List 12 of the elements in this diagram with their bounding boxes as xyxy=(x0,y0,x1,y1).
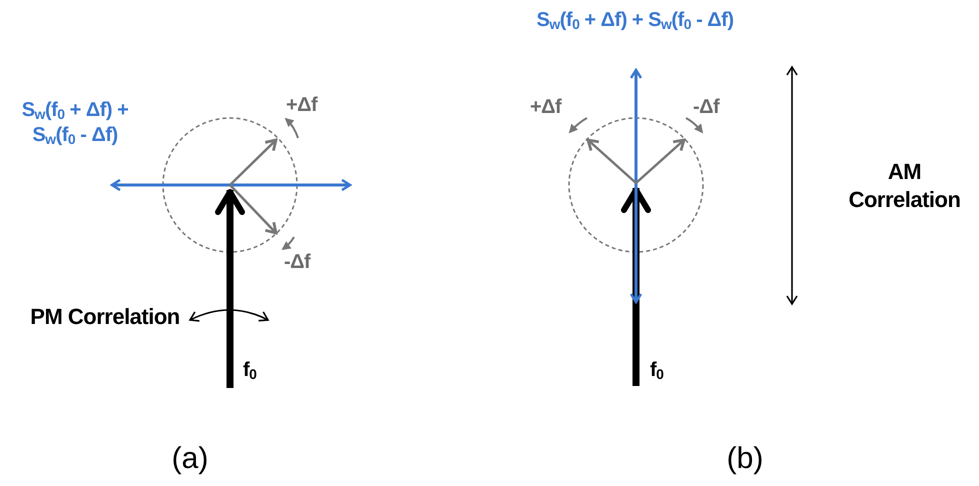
sideband-label: +Δf xyxy=(286,94,318,116)
panel-label: (a) xyxy=(172,442,208,475)
phasor-label: f$_{0}$ xyxy=(243,359,256,381)
phasor-label: S$_{w}$(f$_{0}$ + Δf) + S$_{w}$(f$_{0}$ - Δf) xyxy=(536,9,734,31)
sideband-label: -Δf xyxy=(284,251,310,273)
panel-label: (b) xyxy=(726,442,764,475)
phasor-label: S$_{w}$(f$_{0}$ + Δf) + S$_{w}$(f$_{0}$ - Δf) xyxy=(22,99,128,146)
phasor-label: f$_{0}$ xyxy=(650,359,664,381)
sideband-label: -Δf xyxy=(693,96,720,118)
sideband-label: +Δf xyxy=(530,96,562,118)
correlation-label: PM Correlation xyxy=(30,304,180,329)
correlation-label: AM Correlation xyxy=(848,159,960,212)
